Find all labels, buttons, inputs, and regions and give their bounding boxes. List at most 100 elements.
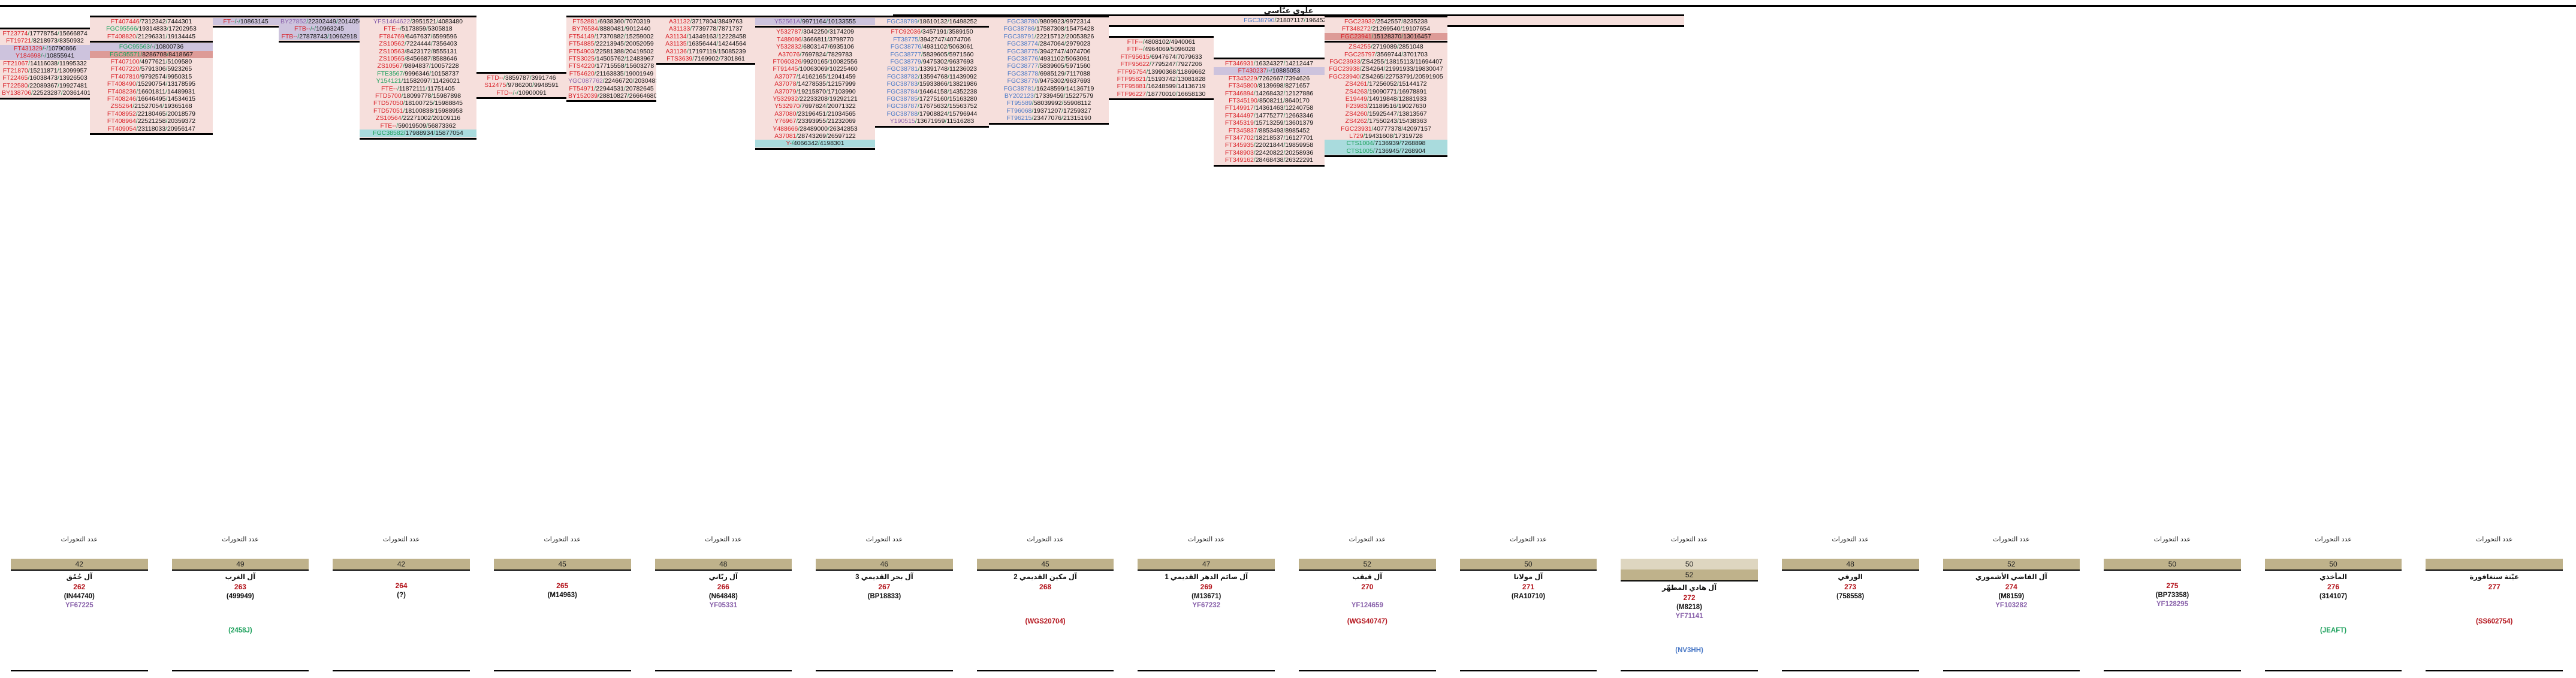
snp-line[interactable]: ZS4261/17256052/15144172 — [1326, 80, 1446, 88]
snp-line[interactable]: A31133/7739778/7871737 — [658, 25, 753, 32]
snp-line[interactable]: FGC95571/8286708/8418667 — [90, 50, 213, 58]
snp-line[interactable]: FT54885/22213945/20052059 — [568, 40, 654, 47]
snp-line[interactable]: FT407810/9792574/9950315 — [92, 73, 211, 80]
snp-line[interactable]: ZS4260/15925447/13813567 — [1326, 110, 1446, 117]
snp-line[interactable]: FT91445/10063069/10225460 — [757, 65, 873, 73]
snp-line[interactable]: FTS4220/17715558/15603278 — [568, 62, 654, 70]
snp-line[interactable]: FT19721/8218973/8350932 — [2, 37, 88, 44]
snp-line[interactable]: FGC38781/16248599/14136719 — [991, 85, 1107, 92]
snp-line[interactable]: BY138706/22523287/20361401 — [2, 89, 90, 97]
snp-line[interactable]: FT346894/14268432/12127886 — [1215, 90, 1323, 97]
snp-line[interactable]: FGC38783/15933866/13821986 — [877, 80, 987, 88]
snp-line[interactable]: FT345935/22021844/19859958 — [1215, 141, 1323, 149]
snp-line[interactable]: Y532970/7697824/20071322 — [757, 103, 873, 110]
snp-line[interactable]: FT349162/28468438/26322291 — [1215, 156, 1323, 164]
snp-line[interactable]: FGC95563/-/10800736 — [90, 43, 213, 51]
snp-line[interactable]: FT--/-/10863145 — [213, 18, 279, 26]
snp-line[interactable]: FGC23940/ZS4265/22753791/20591905 — [1326, 73, 1446, 80]
snp-line[interactable]: FT407100/4977621/5109580 — [92, 58, 211, 65]
snp-line[interactable]: FT347702/18218537/16127701 — [1215, 134, 1323, 141]
snp-line[interactable]: BY202123/17339459/15227579 — [991, 92, 1107, 100]
snp-line[interactable]: Y-/4066342/4198301 — [755, 140, 875, 147]
snp-line[interactable]: A37081/28743269/26597122 — [757, 132, 873, 140]
snp-line[interactable]: FGC38775/3942747/4074706 — [991, 48, 1107, 55]
tree-node-col-by27852[interactable]: BY27852/22302449/20140563FTB--/-/1096324… — [279, 16, 360, 43]
snp-line[interactable]: YFS1464622/3951521/4083480 — [361, 18, 475, 25]
snp-line[interactable]: Y52561A/9971164/10133555 — [755, 18, 875, 26]
snp-line[interactable]: Y184698/-/10855941 — [0, 52, 90, 60]
snp-line[interactable]: FT348272/21269540/19107654 — [1326, 25, 1446, 32]
snp-line[interactable]: FT23774/17778754/15666874 — [2, 30, 88, 37]
snp-line[interactable]: FGC95566/19314833/17202953 — [92, 25, 211, 32]
snp-line[interactable]: ZS10563/8423172/8555131 — [361, 48, 475, 55]
snp-line[interactable]: FTE--/11872111/11751405 — [361, 85, 475, 92]
snp-line[interactable]: FTF95615/6947674/7079633 — [1111, 53, 1212, 61]
snp-line[interactable]: FT54149/17370882/15259002 — [568, 33, 654, 40]
snp-line[interactable]: FTB--/-/10963245 — [279, 25, 360, 33]
snp-line[interactable]: Y154121/11582097/11426021 — [361, 77, 475, 85]
snp-line[interactable]: FTS3639/7169902/7301861 — [658, 55, 753, 62]
snp-line[interactable]: FT348903/22420822/20258936 — [1215, 149, 1323, 156]
snp-line[interactable]: FGC38778/6985129/7117088 — [991, 70, 1107, 77]
snp-line[interactable]: A37080/23196451/21034565 — [757, 110, 873, 117]
snp-line[interactable]: Y488666/28489000/26342853 — [757, 125, 873, 132]
snp-line[interactable]: Y532932/22233208/19292121 — [757, 95, 873, 103]
snp-line[interactable]: FT96068/19371207/17259327 — [991, 107, 1107, 114]
snp-line[interactable]: FGC25797/3569744/3701703 — [1326, 51, 1446, 58]
snp-line[interactable]: FT54620/21163835/19001949 — [568, 70, 654, 77]
snp-line[interactable]: FT345319/15713259/13601379 — [1215, 119, 1323, 126]
snp-line[interactable]: FTD--/3859787/3991746 — [478, 74, 565, 82]
snp-line[interactable]: FGC38791/22215712/20053826 — [991, 33, 1107, 40]
snp-line[interactable]: FGC38780/9809923/9972314 — [991, 18, 1107, 25]
snp-line[interactable]: E19449/14919848/12881933 — [1326, 95, 1446, 103]
snp-line[interactable]: FGC38785/17275160/15163280 — [877, 95, 987, 103]
snp-line[interactable]: FGC38779/9475302/9637693 — [991, 77, 1107, 85]
snp-line[interactable]: FTB--/27878743/10962918 — [279, 32, 360, 41]
snp-line[interactable]: FT060326/9920165/10082556 — [757, 58, 873, 65]
tree-node-col-blank-1[interactable]: FT--/-/10863145 — [213, 16, 279, 28]
snp-line[interactable]: FT408964/22521258/20359372 — [92, 117, 211, 125]
snp-line[interactable]: FT96215/23477076/21315190 — [991, 114, 1107, 122]
snp-line[interactable]: A31132/3717804/3849763 — [658, 18, 753, 25]
snp-line[interactable]: Y76967/23393955/21232069 — [757, 117, 873, 125]
snp-line[interactable]: FGC38784/16464158/14352238 — [877, 88, 987, 95]
snp-line[interactable]: FT409054/23118033/20956147 — [92, 125, 211, 132]
snp-line[interactable]: FGC38777/5839605/5971560 — [877, 51, 987, 58]
snp-line[interactable]: FGC23941/15128370/13016457 — [1325, 32, 1447, 41]
snp-line[interactable]: FT346931/16324327/14212447 — [1215, 60, 1323, 67]
snp-line[interactable]: FGC38788/17908824/15796944 — [877, 110, 987, 117]
snp-line[interactable]: FT408246/16646495/14534615 — [92, 95, 211, 103]
snp-line[interactable]: FTD57051/18100838/15988958 — [361, 107, 475, 114]
snp-line[interactable]: FTF--/4964069/5096028 — [1111, 46, 1212, 53]
snp-line[interactable]: FT431329/-/10790866 — [0, 44, 90, 53]
snp-line[interactable]: CTS1004/7136939/7268898 — [1325, 140, 1447, 147]
snp-line[interactable]: FT345229/7262667/7394626 — [1215, 75, 1323, 82]
tree-node-header[interactable]: Y52561A/9971164/10133555 — [755, 16, 875, 28]
snp-line[interactable]: FTE--/59019509/56873362 — [361, 122, 475, 129]
snp-line[interactable]: A37078/14278535/12157999 — [757, 80, 873, 88]
snp-line[interactable]: ZS10562/7224444/7356403 — [361, 40, 475, 47]
snp-line[interactable]: FGC23938/ZS4264/21991933/19830047 — [1326, 65, 1446, 73]
snp-line[interactable]: F23983/21189516/19027630 — [1326, 103, 1446, 110]
snp-line[interactable]: FGC38786/17587308/15475428 — [991, 25, 1107, 32]
snp-line[interactable]: FTD5700/18099778/15987898 — [361, 92, 475, 100]
snp-line[interactable]: FT84769/6467637/6599596 — [361, 33, 475, 40]
